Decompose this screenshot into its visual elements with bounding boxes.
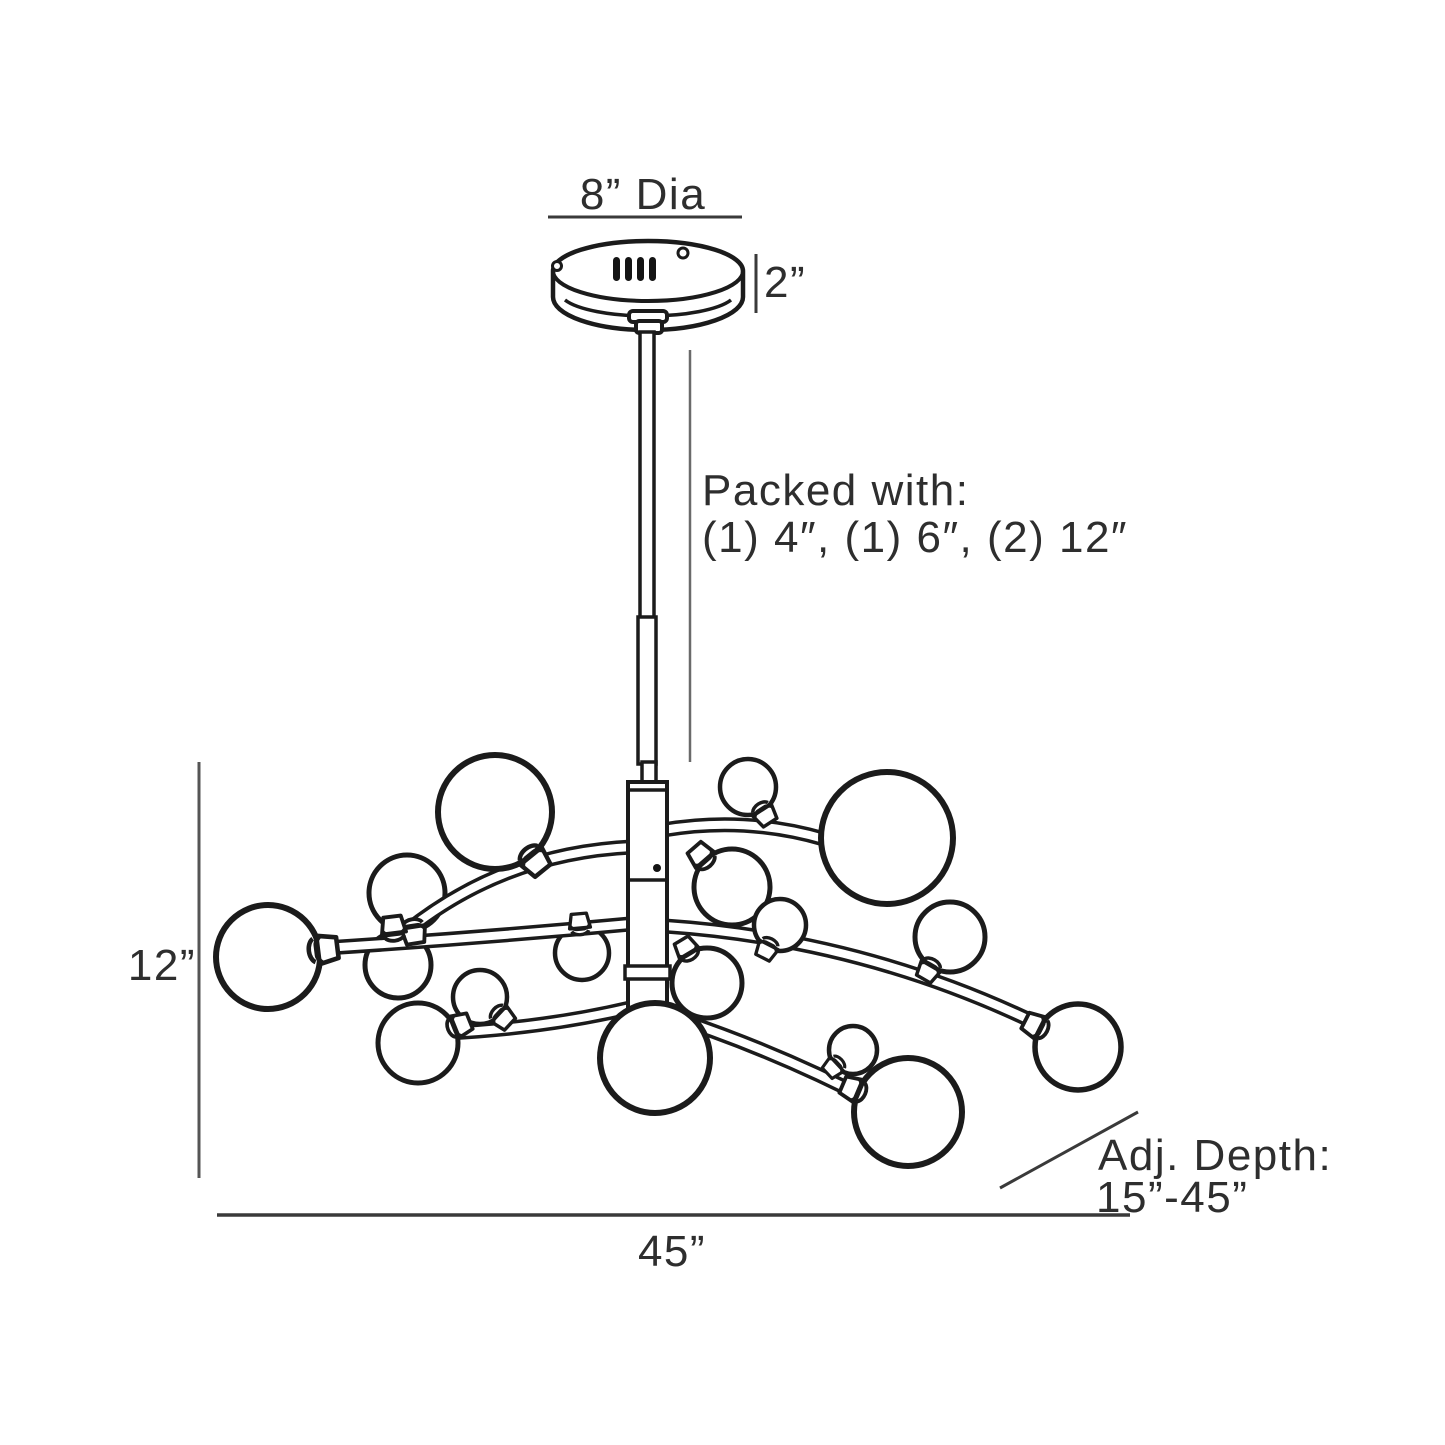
socket <box>566 911 593 938</box>
ceiling-canopy <box>550 238 746 335</box>
canopy-screw-hole <box>551 260 563 272</box>
canopy-screw-hole <box>676 246 690 260</box>
glass-globes-front <box>213 752 1124 1169</box>
width-label: 45” <box>638 1227 706 1276</box>
hub-set-screw <box>653 864 661 872</box>
vent-slot <box>637 257 644 281</box>
globe <box>1032 1001 1124 1093</box>
labels: 8” Dia 2” Packed with: (1) 4″, (1) 6″, (… <box>128 170 1332 1276</box>
downrod <box>636 330 658 786</box>
globe <box>851 1055 965 1169</box>
globe <box>375 1000 461 1086</box>
globe <box>435 752 555 872</box>
packed-with-line2: (1) 4″, (1) 6″, (2) 12″ <box>702 513 1128 562</box>
globe <box>669 945 745 1021</box>
rod-upper-section <box>638 330 656 620</box>
packed-with-line1: Packed with: <box>702 466 969 515</box>
vent-slot <box>625 257 632 281</box>
canopy-body <box>550 238 746 333</box>
socket <box>307 933 339 965</box>
height-label: 12” <box>128 941 196 990</box>
globe <box>818 769 956 907</box>
hub-collar <box>623 964 672 981</box>
adj-depth-range: 15”-45” <box>1096 1173 1248 1222</box>
vent-slot <box>613 257 620 281</box>
canopy-front-rim <box>551 270 745 303</box>
canopy-height-label: 2” <box>764 258 806 307</box>
chandelier-fixture <box>213 238 1124 1169</box>
vent-slot <box>649 257 656 281</box>
adj-depth-leader-line <box>999 1110 1139 1190</box>
vent-slots <box>613 257 656 281</box>
globe <box>213 902 323 1012</box>
globe <box>597 1000 713 1116</box>
central-hub <box>623 780 672 1016</box>
rod-lower-section <box>636 615 658 766</box>
socket <box>378 913 409 945</box>
dimension-lines <box>197 215 1139 1217</box>
adj-depth-title: Adj. Depth: <box>1098 1131 1332 1180</box>
globe <box>912 899 988 975</box>
globe <box>691 846 773 928</box>
dia-label: 8” Dia <box>580 170 706 219</box>
